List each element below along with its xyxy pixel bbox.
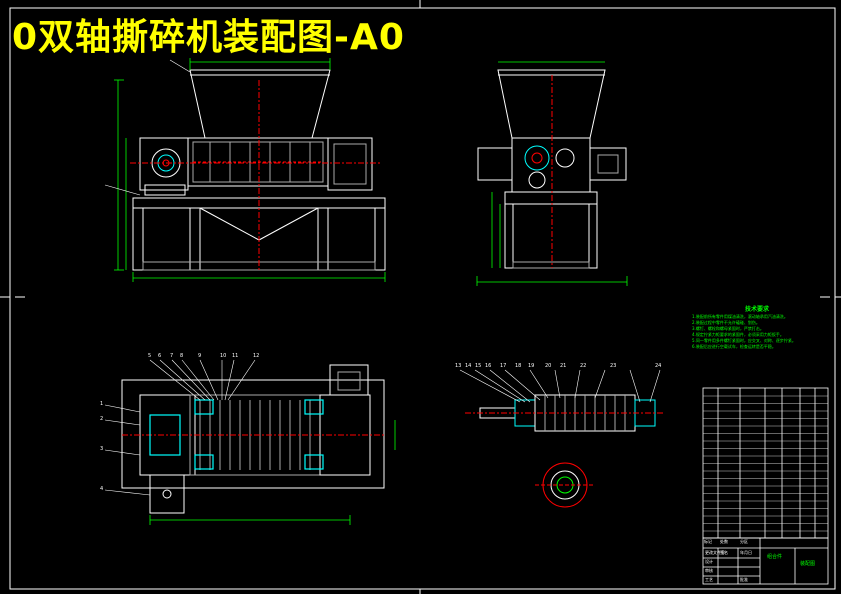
part-balloon: 16 bbox=[485, 363, 492, 369]
part-balloon: 11 bbox=[232, 353, 239, 359]
part-balloon: 14 bbox=[465, 363, 472, 369]
part-balloon: 17 bbox=[500, 363, 507, 369]
top-view-dimensions bbox=[149, 420, 396, 525]
top-view-bearings bbox=[149, 399, 324, 470]
parts-list bbox=[702, 387, 829, 539]
title-block-drawing-name: 装配图 bbox=[800, 561, 816, 567]
part-balloon: 15 bbox=[475, 363, 482, 369]
note-line: 1.装配前所有零件用煤油清洗，滚动轴承用汽油清洗。 bbox=[692, 314, 788, 319]
part-balloon: 6 bbox=[158, 353, 162, 359]
parts-list-rows bbox=[703, 395, 828, 532]
part-balloon: 9 bbox=[198, 353, 202, 359]
part-balloon: 7 bbox=[170, 353, 174, 359]
note-line: 2.装配过程中零件不允许磕碰、划伤。 bbox=[692, 320, 760, 325]
part-balloon: 19 bbox=[528, 363, 535, 369]
front-view-leaders bbox=[104, 59, 191, 196]
part-balloon: 13 bbox=[455, 363, 462, 369]
part-balloon: 1 bbox=[100, 401, 104, 407]
drawing-title: 0双轴撕碎机装配图-A0 bbox=[12, 17, 405, 58]
part-balloon: 3 bbox=[100, 446, 104, 452]
part-balloon: 4 bbox=[100, 486, 104, 492]
title-block-cell: 设计 bbox=[705, 559, 713, 564]
note-line: 6.装配后应进行空载试车，检查运转是否平稳。 bbox=[692, 344, 776, 349]
part-balloon: 8 bbox=[180, 353, 184, 359]
part-balloon: 18 bbox=[515, 363, 522, 369]
part-balloon: 5 bbox=[148, 353, 152, 359]
note-line: 4.规定拧紧力矩要求的紧固件，必须采用力矩扳手。 bbox=[692, 332, 784, 337]
title-block-cell: 年月日 bbox=[740, 550, 752, 555]
front-view bbox=[130, 69, 386, 271]
title-block-cell: 签名 bbox=[720, 550, 728, 555]
title-block-cell: 工艺 bbox=[705, 577, 713, 582]
title-block-cell: 分区 bbox=[740, 539, 748, 544]
note-line: 5.同一零件用多件螺钉紧固时，应交叉、对称、逐步拧紧。 bbox=[692, 338, 796, 343]
side-view-dimensions bbox=[476, 61, 628, 286]
sheet-border bbox=[9, 7, 836, 590]
title-block-cell: 处数 bbox=[720, 539, 728, 544]
top-view bbox=[121, 364, 385, 514]
shaft-view-leaders bbox=[459, 369, 661, 403]
part-balloon: 21 bbox=[560, 363, 567, 369]
part-balloon: 24 bbox=[655, 363, 662, 369]
part-balloon: 20 bbox=[545, 363, 552, 369]
shaft-view bbox=[465, 394, 665, 508]
part-balloon: 23 bbox=[610, 363, 617, 369]
part-balloon: 10 bbox=[220, 353, 227, 359]
title-block bbox=[702, 537, 829, 585]
part-balloon: 22 bbox=[580, 363, 587, 369]
front-view-dimensions bbox=[114, 58, 386, 282]
note-line: 3.螺钉、螺栓和螺母紧固时，严禁打击。 bbox=[692, 326, 764, 331]
title-block-cell: 标记 bbox=[704, 539, 712, 544]
title-block-cell: 更改文件号 bbox=[705, 550, 725, 555]
technical-requirements-heading: 技术要求 bbox=[745, 306, 770, 313]
part-balloon: 12 bbox=[253, 353, 260, 359]
title-block-cell: 审核 bbox=[705, 568, 713, 573]
technical-requirements: 1.装配前所有零件用煤油清洗，滚动轴承用汽油清洗。2.装配过程中零件不允许磕碰、… bbox=[692, 314, 824, 350]
part-balloon: 2 bbox=[100, 416, 104, 422]
top-view-leaders bbox=[104, 359, 256, 496]
side-view bbox=[477, 69, 627, 269]
title-block-cell: 批准 bbox=[740, 577, 748, 582]
title-block-material: 组合件 bbox=[767, 554, 783, 560]
